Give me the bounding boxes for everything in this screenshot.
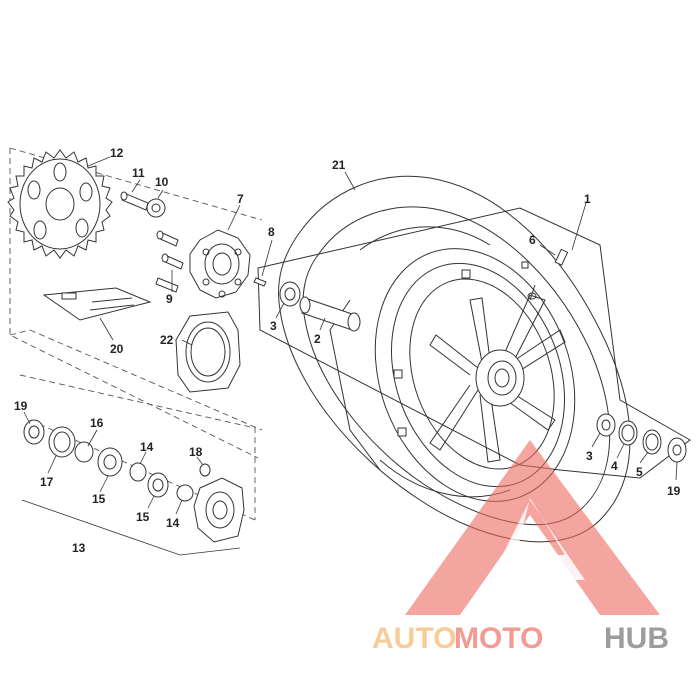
callout-17: 17: [40, 475, 54, 489]
leader-lines: [23, 156, 678, 515]
tire: [278, 175, 631, 543]
callout-11: 11: [132, 166, 145, 180]
tire-valve: [527, 248, 569, 301]
watermark-triangle-inner-icon: [480, 498, 585, 600]
hub-ring-14b: [176, 484, 194, 502]
hub-bearing-15a: [97, 447, 123, 477]
watermark-text-moto: MOTO: [454, 622, 543, 655]
callout-16: 16: [90, 416, 104, 430]
carrier-pins: [155, 230, 184, 293]
callout-15-upper: 15: [92, 492, 106, 506]
rear-sprocket: [7, 149, 113, 259]
group-bracket-13: [21, 499, 241, 556]
hub-bearing-17: [48, 426, 76, 458]
axis-band: [257, 207, 691, 479]
left-bearing: [279, 281, 301, 307]
wheel-hub-center: [475, 349, 525, 407]
sprocket-nut: [146, 198, 166, 218]
callout-18: 18: [189, 445, 203, 459]
axle-spacer: [299, 296, 361, 332]
hub-ring-14a: [129, 462, 147, 482]
callout-9: 9: [166, 292, 173, 306]
callout-20: 20: [110, 342, 124, 356]
callout-14-upper: 14: [140, 440, 154, 454]
watermark-logo: AUTO MOTO HUB: [372, 440, 669, 655]
sprocket-carrier: [189, 229, 251, 299]
callout-7: 7: [237, 192, 244, 206]
callout-6: 6: [529, 233, 536, 247]
callout-12: 12: [110, 146, 124, 160]
watermark-triangle-icon: [405, 440, 660, 615]
hub-flange: [193, 477, 245, 543]
right-bearing-set: [596, 413, 687, 463]
watermark-text-hub: HUB: [604, 622, 669, 655]
callout-14-lower: 14: [166, 516, 180, 530]
callout-10: 10: [155, 175, 169, 189]
callout-labels: 1 2 3 3 4 5 6 7 8 9 10 11 12 13 14 14 15…: [14, 146, 681, 555]
callout-3-left: 3: [270, 319, 277, 333]
hub-spacer-16: [74, 441, 94, 463]
sprocket-bolt: [120, 191, 149, 211]
small-pin: [253, 277, 267, 287]
callout-2: 2: [314, 332, 321, 346]
callout-5: 5: [636, 465, 643, 479]
callout-15-lower: 15: [136, 510, 150, 524]
callout-3-right: 3: [586, 449, 593, 463]
abs-tone-ring: [175, 311, 241, 393]
rim-details: [393, 261, 529, 437]
adjuster-kit: [42, 287, 152, 321]
callout-22: 22: [160, 333, 174, 347]
hub-seal-19: [23, 419, 45, 445]
callout-19-right: 19: [667, 484, 681, 498]
callout-13: 13: [72, 541, 86, 555]
rim-spokes: [429, 294, 566, 463]
watermark-text-auto: AUTO: [372, 622, 456, 655]
hub-nut-18: [199, 463, 211, 477]
callout-21: 21: [332, 158, 346, 172]
callout-4: 4: [611, 459, 618, 473]
callout-1: 1: [584, 192, 591, 206]
callout-19-left: 19: [14, 399, 28, 413]
hub-bearing-15b: [147, 472, 169, 498]
callout-8: 8: [268, 225, 275, 239]
